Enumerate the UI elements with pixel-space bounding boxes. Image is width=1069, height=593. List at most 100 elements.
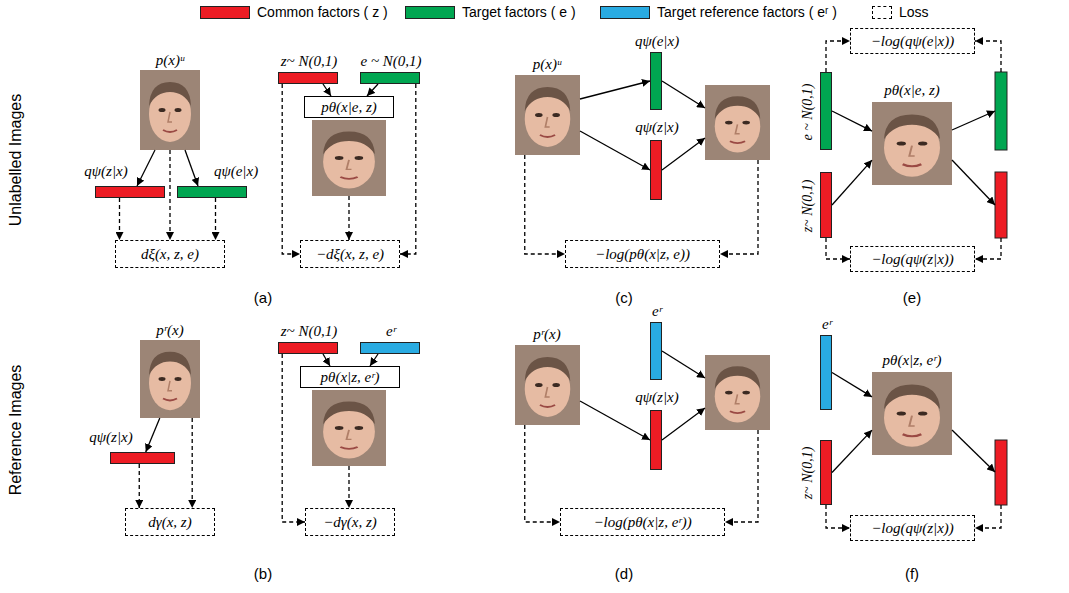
factor-bar: qψ(e|x)	[177, 186, 247, 198]
flow-connector	[832, 111, 872, 131]
loss-connector	[826, 505, 850, 528]
flow-connector	[580, 81, 650, 99]
loss-connector	[169, 150, 170, 240]
image-panel: pθ(x|z, eʳ)	[872, 372, 952, 455]
flow-connector	[832, 160, 872, 205]
loss-connector	[192, 418, 193, 508]
face-photo	[705, 355, 770, 430]
factor-label: qψ(e|x)	[214, 162, 258, 180]
loss-box: −log(pθ(x|z, e))	[565, 240, 720, 268]
factor-label: z~ N(0,1)	[281, 52, 337, 70]
legend-text: Common factors ( z )	[257, 4, 388, 21]
loss-connector	[525, 425, 560, 522]
generator-box: pθ(x|e, z)	[304, 96, 394, 118]
loss-connector	[139, 464, 140, 508]
factor-label: eʳ	[652, 302, 662, 320]
factor-label: qψ(e|x)	[635, 32, 679, 50]
factor-label: pʳ(x)	[533, 325, 560, 343]
face-photo	[705, 85, 770, 160]
legend-swatch	[405, 6, 455, 19]
face-photo	[140, 70, 200, 150]
factor-label: z~ N(0,1)	[800, 447, 817, 500]
flow-arrow	[662, 408, 705, 440]
loss-formula: −dγ(x, z)	[323, 513, 377, 531]
legend-swatch	[872, 6, 892, 19]
panel-label: (d)	[615, 565, 633, 583]
factor-label: pʳ(x)	[156, 321, 183, 339]
face-photo	[515, 345, 580, 425]
flow-arrow	[662, 81, 705, 108]
legend-swatch	[200, 6, 250, 19]
flow-connector	[832, 373, 872, 397]
loss-formula: −log(qψ(z|x))	[871, 250, 954, 268]
loss-connector	[282, 84, 300, 254]
flow-connector	[580, 131, 650, 170]
loss-formula: −log(pθ(x|z, e))	[595, 245, 690, 263]
factor-label: p(x)ᵘ	[533, 55, 562, 73]
loss-wire	[975, 41, 1001, 72]
flow-connector	[185, 150, 198, 186]
loss-box: dξ(x, z, e)	[115, 240, 225, 268]
flow-arrow	[952, 160, 995, 205]
flow-connector	[370, 354, 378, 366]
factor-bar: eʳ	[650, 322, 662, 380]
loss-box: −log(qψ(z|x))	[850, 515, 975, 541]
face-photo	[312, 120, 386, 196]
factor-label: qψ(z|x)	[89, 428, 132, 446]
panel-label: (b)	[254, 565, 272, 583]
loss-wire	[720, 160, 758, 254]
legend-text: Target factors ( e )	[462, 4, 576, 21]
loss-connector	[826, 238, 850, 259]
factor-bar: eʳ	[820, 335, 832, 410]
factor-label: e ~ N(0,1)	[360, 52, 421, 70]
image-panel: p(x)ᵘ	[515, 75, 580, 155]
loss-box: −log(qψ(z|x))	[850, 246, 975, 272]
loss-wire	[975, 505, 1001, 528]
factor-label: eʳ	[822, 315, 832, 333]
factor-label: e ~ N(0,1)	[800, 84, 817, 141]
factor-label: pθ(x|e, z)	[884, 81, 940, 99]
row-label: Unlabelled Images	[6, 94, 25, 227]
image-panel: pθ(x|e, z)	[872, 102, 952, 185]
factor-label: qψ(z|x)	[635, 118, 678, 136]
loss-formula: −log(pθ(x|z, eʳ))	[593, 513, 691, 531]
flow-connector	[146, 418, 160, 452]
flow-connector	[580, 401, 650, 440]
panel-label: (c)	[615, 289, 633, 307]
legend-text: Loss	[899, 4, 929, 21]
loss-connector	[400, 84, 416, 254]
factor-bar: qψ(z|x)	[110, 452, 175, 464]
factor-label: z~ N(0,1)	[281, 322, 337, 340]
factor-bar: z~ N(0,1)	[820, 440, 832, 505]
loss-box: −log(qψ(e|x))	[850, 28, 975, 54]
factor-bar: z~ N(0,1)	[820, 172, 832, 238]
loss-connector	[826, 41, 850, 72]
factor-label: qψ(z|x)	[635, 388, 678, 406]
generator-box: pθ(x|z, eʳ)	[300, 366, 400, 388]
flow-connector	[832, 430, 872, 472]
factor-bar: qψ(z|x)	[650, 140, 662, 200]
flow-connector	[137, 150, 155, 186]
face-photo	[312, 390, 386, 466]
loss-connector	[215, 198, 216, 240]
flow-arrow	[952, 111, 995, 130]
loss-box: −dγ(x, z)	[305, 508, 395, 536]
legend-swatch	[600, 6, 650, 19]
factor-label: p(x)ᵘ	[156, 51, 185, 69]
factor-bar	[995, 172, 1007, 238]
loss-formula: −log(qψ(z|x))	[871, 519, 954, 537]
panel-label: (a)	[254, 289, 272, 307]
face-photo	[140, 340, 200, 418]
loss-formula: dγ(x, z)	[148, 513, 191, 531]
loss-wire	[725, 430, 758, 522]
loss-wire	[348, 466, 349, 508]
loss-formula: −dξ(x, z, e)	[316, 245, 384, 263]
flow-arrow	[662, 351, 705, 378]
factor-bar: qψ(z|x)	[95, 186, 165, 198]
flow-connector	[323, 84, 331, 96]
flow-arrow	[952, 430, 995, 472]
factor-bar: e ~ N(0,1)	[360, 72, 420, 84]
loss-formula: pθ(x|z, eʳ)	[321, 368, 380, 386]
factor-bar: z~ N(0,1)	[278, 72, 338, 84]
